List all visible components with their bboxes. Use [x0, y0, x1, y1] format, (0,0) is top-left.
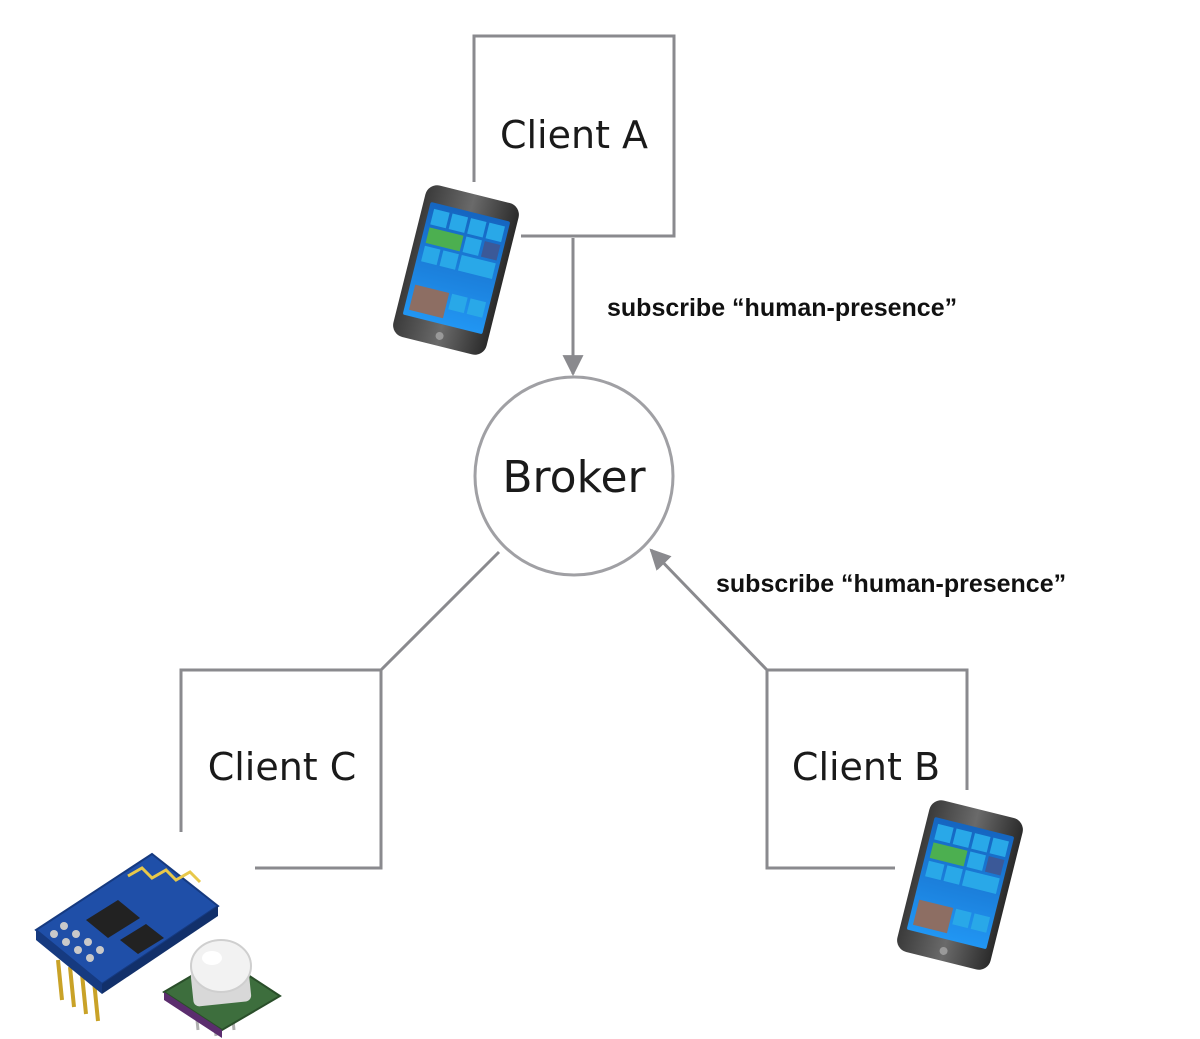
smartphone-icon: [897, 800, 1023, 970]
broker-label: Broker: [502, 452, 646, 503]
edge-broker-to-c: [379, 550, 501, 672]
smartphone-icon: [393, 185, 519, 355]
edge-b-label: subscribe “human-presence”: [716, 570, 1066, 598]
edge-b-to-broker: subscribe “human-presence”: [649, 548, 1066, 672]
esp8266-board-icon: [34, 852, 220, 1022]
edge-a-label: subscribe “human-presence”: [607, 294, 957, 322]
client-c-node: Client C: [179, 668, 383, 870]
client-b-label: Client B: [792, 745, 940, 789]
client-c-label: Client C: [208, 745, 357, 789]
edge-a-to-broker: subscribe “human-presence”: [562, 238, 957, 377]
client-a-label: Client A: [500, 113, 648, 157]
broker-node: Broker: [473, 375, 675, 577]
pir-sensor-icon: [162, 939, 282, 1038]
client-a-node: Client A: [472, 34, 676, 238]
